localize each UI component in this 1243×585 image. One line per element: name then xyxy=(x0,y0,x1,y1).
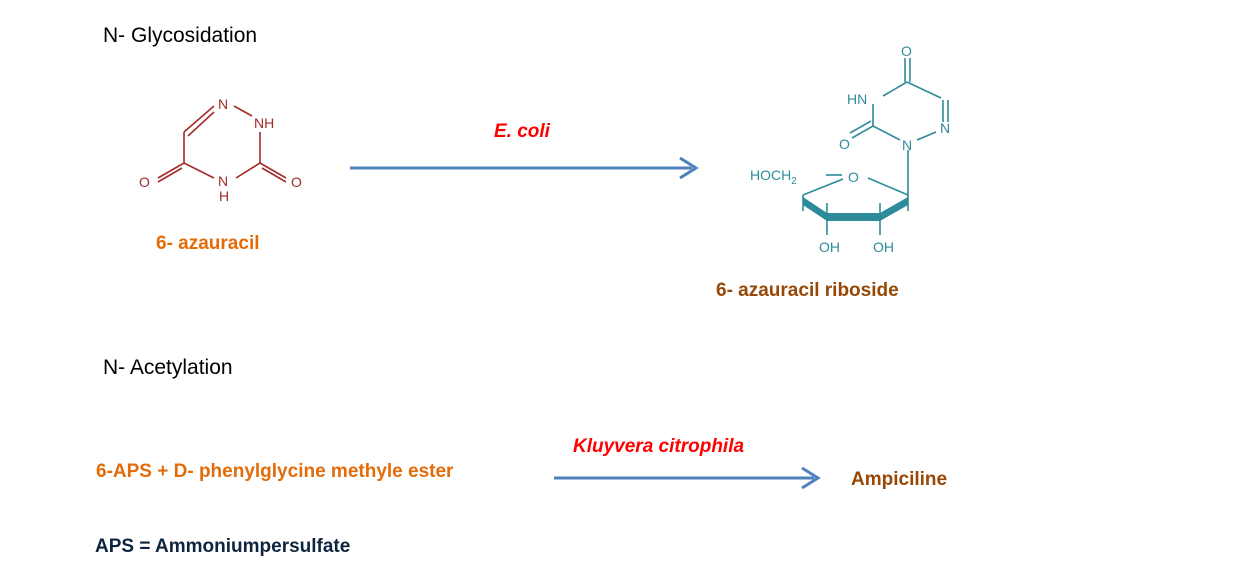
riboside-atom-o-left: O xyxy=(839,136,850,152)
riboside-atom-o-top: O xyxy=(901,43,912,59)
product-riboside-label: 6- azauracil riboside xyxy=(716,280,899,301)
organism-ecoli: E. coli xyxy=(494,121,550,142)
product-ampiciline: Ampiciline xyxy=(851,469,948,490)
riboside-atom-oh1: OH xyxy=(819,239,840,255)
acetylation-title: N- Acetylation xyxy=(103,356,233,379)
aps-footnote: APS = Ammoniumpersulfate xyxy=(95,536,351,557)
atom-nh: NH xyxy=(254,115,274,131)
atom-o-right: O xyxy=(291,174,302,190)
organism-kluyvera: Kluyvera citrophila xyxy=(573,436,745,457)
riboside-atom-oh2: OH xyxy=(873,239,894,255)
substrate-label: 6- azauracil xyxy=(156,233,260,254)
atom-n-bottom: N xyxy=(218,173,228,189)
riboside-atom-o-ring: O xyxy=(848,169,859,185)
riboside-atom-n-ring: N xyxy=(902,137,912,153)
acetylation-reactants: 6-APS + D- phenylglycine methyle ester xyxy=(96,461,454,482)
atom-o-left: O xyxy=(139,174,150,190)
riboside-atom-hoch2: HOCH2 xyxy=(750,167,797,187)
riboside-atom-hn: HN xyxy=(847,91,867,107)
atom-h-bottom: H xyxy=(219,188,229,204)
atom-n1: N xyxy=(218,96,228,112)
riboside-atom-n-right: N xyxy=(940,120,950,136)
glycosidation-title: N- Glycosidation xyxy=(103,24,258,47)
